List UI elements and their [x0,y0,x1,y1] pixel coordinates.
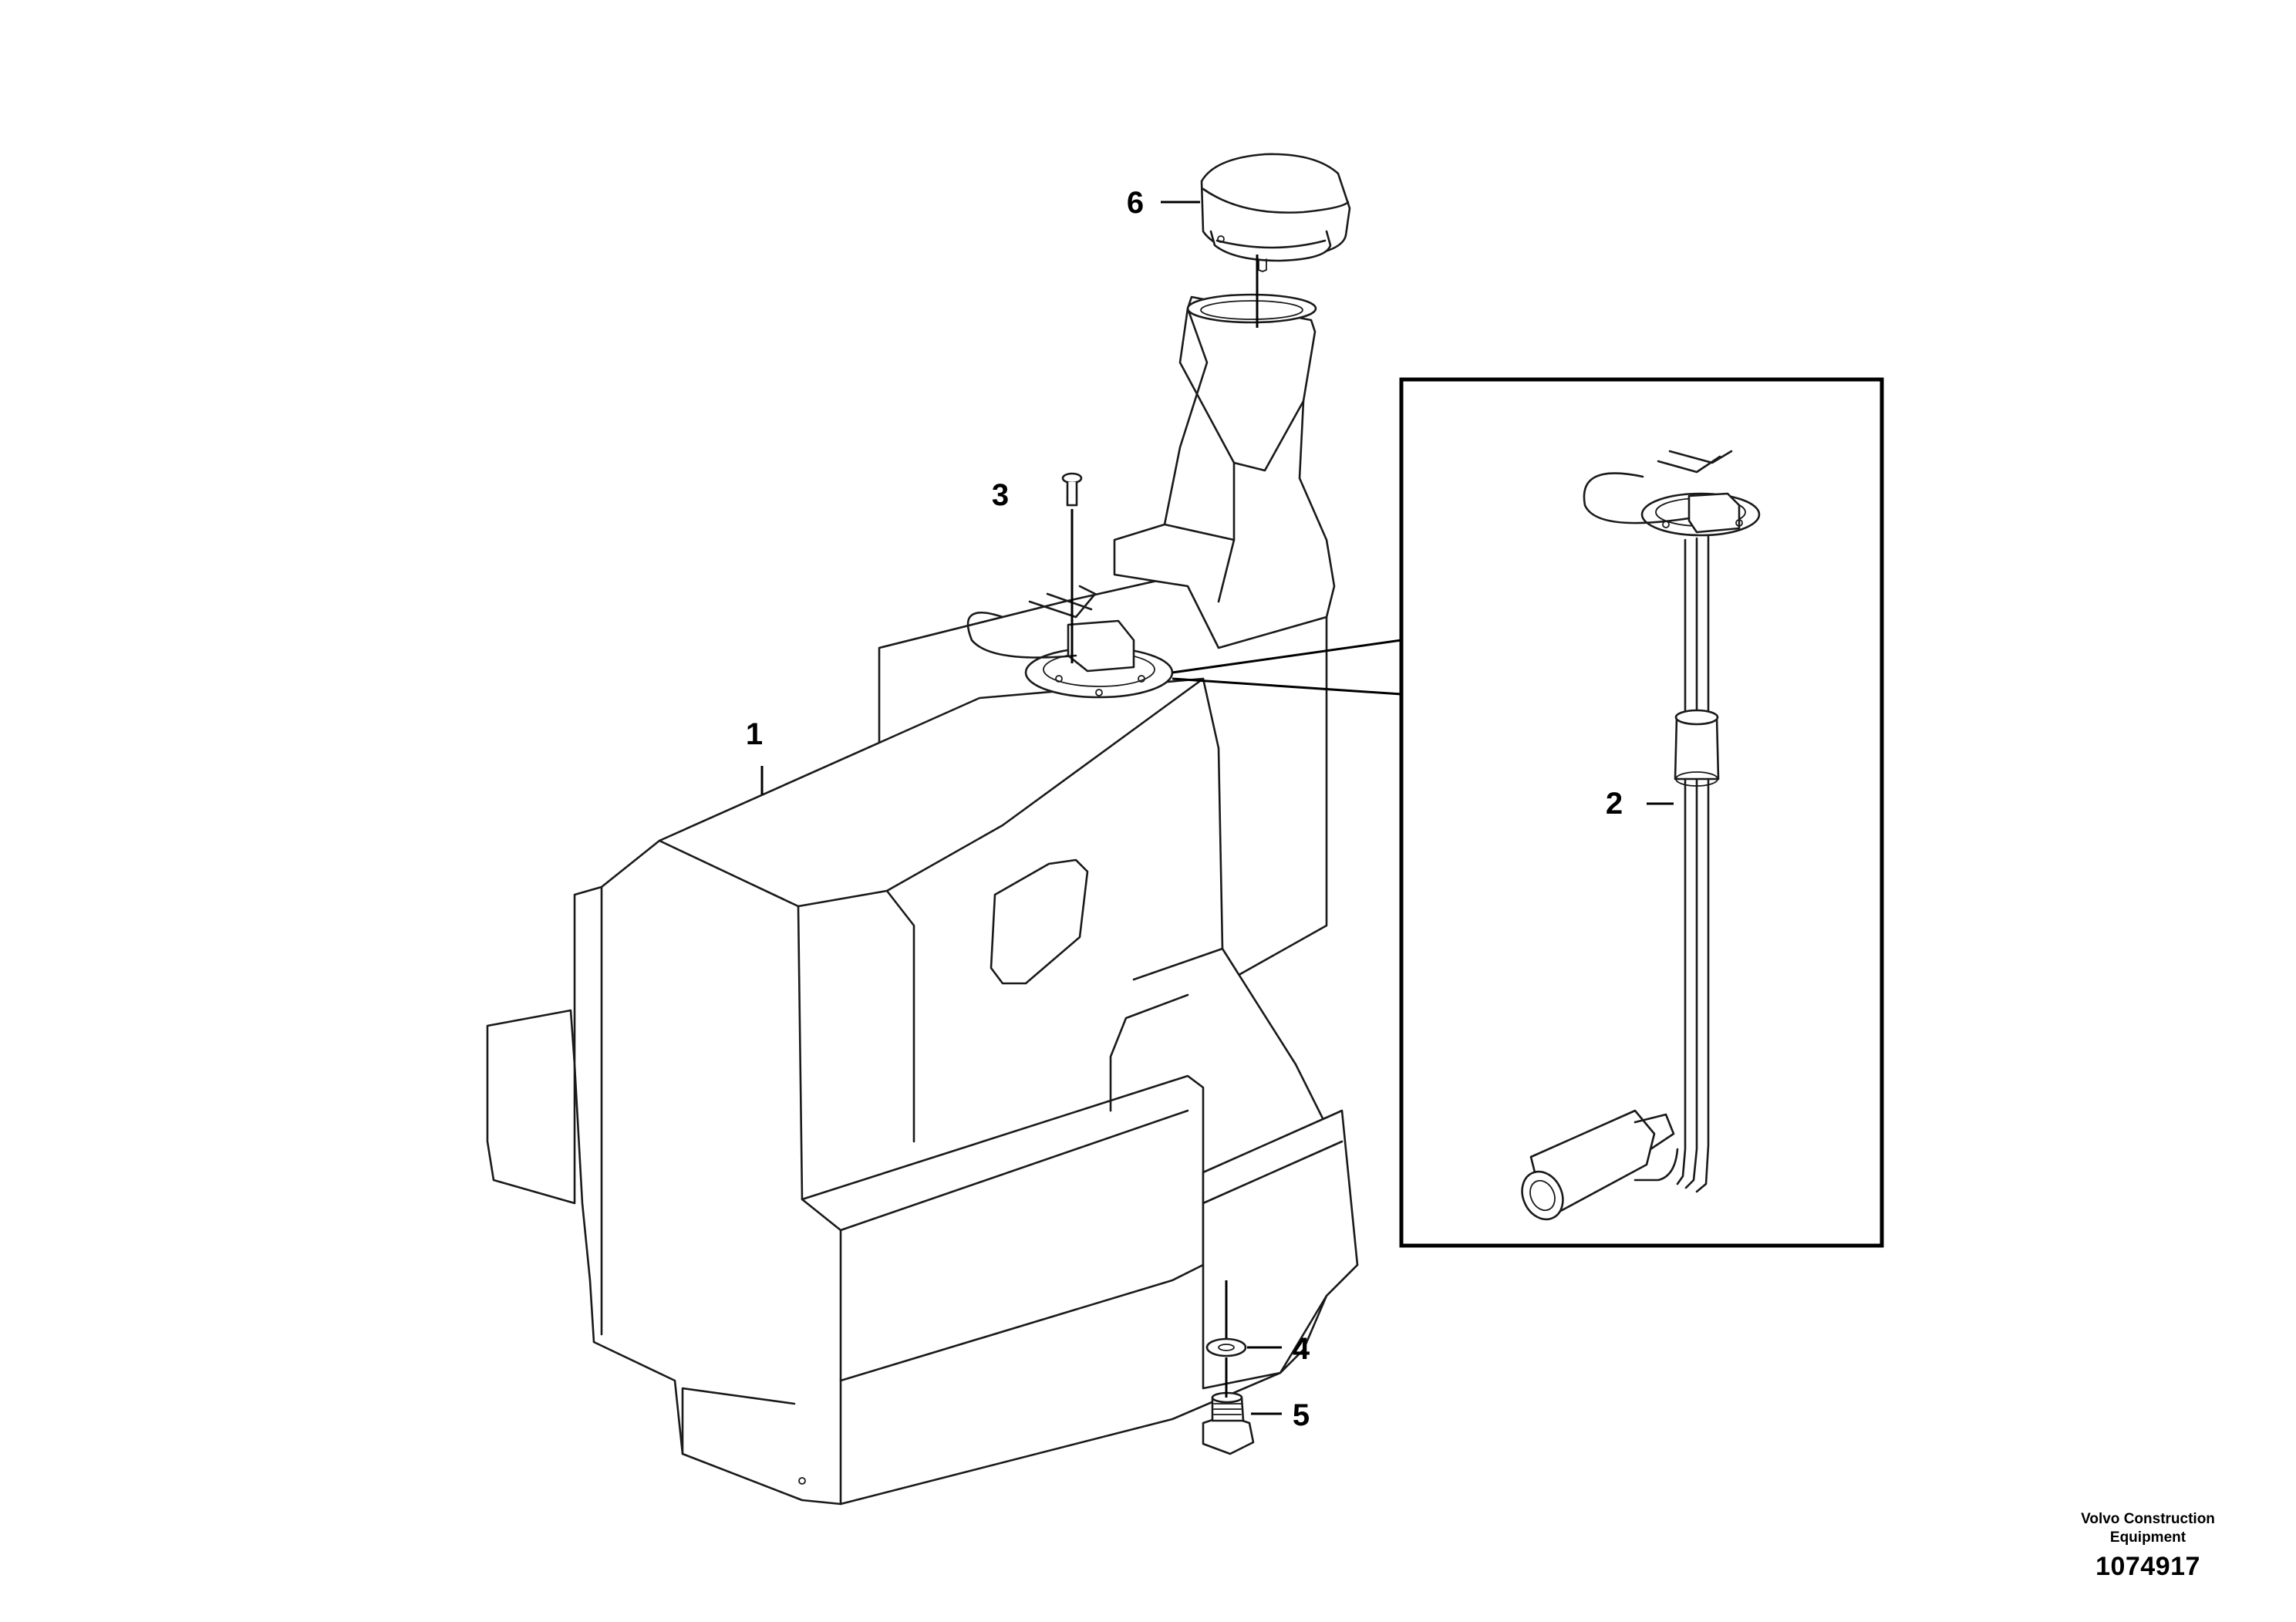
screw[interactable] [1061,472,1083,507]
callout-6: 6 [1127,186,1144,220]
manufacturer-label: Volvo Construction Equipment [2081,1511,2215,1546]
filler-cap[interactable] [1200,153,1351,272]
fuel-tank[interactable] [486,565,1359,1506]
callout-labels: 1 2 3 4 5 6 [746,186,1623,1432]
washer[interactable] [1205,1337,1247,1357]
callout-4: 4 [1293,1332,1310,1366]
drawing-reference-number: 1074917 [2095,1552,2200,1581]
callout-3: 3 [992,478,1009,512]
filler-neck [1113,293,1336,649]
callout-5: 5 [1293,1398,1310,1432]
leader-lines [760,201,1674,1415]
callout-2: 2 [1606,787,1623,821]
drawing-credit: Volvo Construction Equipment 1074917 [2055,1510,2240,1582]
callout-1: 1 [746,717,763,751]
fuel-level-sender[interactable] [1515,450,1761,1226]
